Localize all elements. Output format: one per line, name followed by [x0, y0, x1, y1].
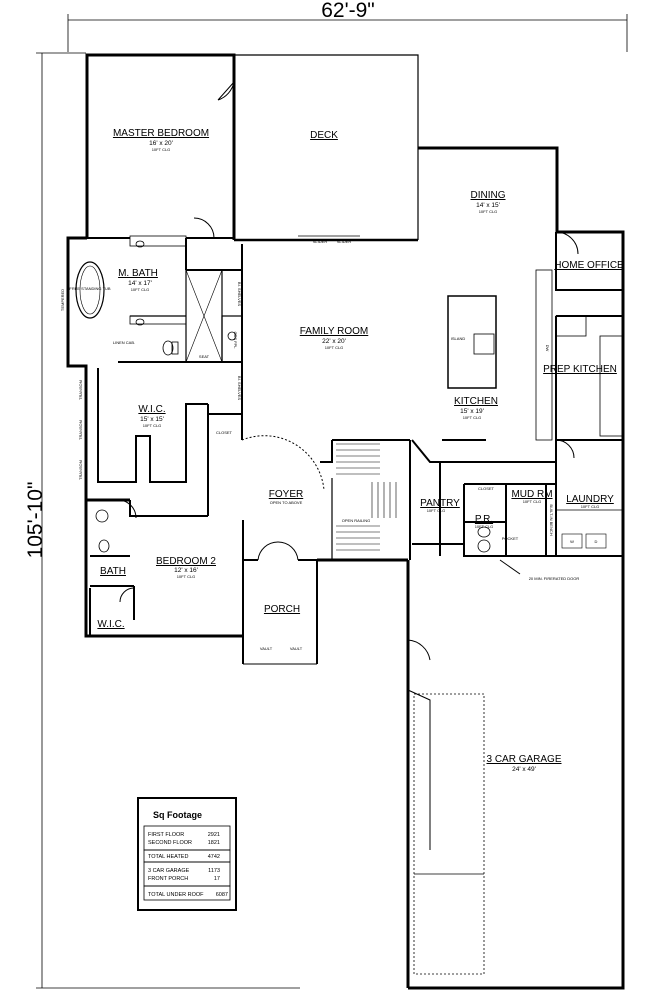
interior-walls [87, 232, 623, 975]
closet-note: CLOSET [216, 430, 233, 435]
seat-note: SEAT [199, 354, 210, 359]
sq-first-floor-value: 2921 [208, 832, 220, 838]
transom-note-2: TRANSOM [78, 420, 83, 440]
tub-icon [75, 261, 105, 319]
master-bedroom-ceiling: 10FT CLG [152, 147, 171, 152]
depth-dimension: 105'-10" [24, 482, 47, 559]
sq-total-under-roof-value: 6087 [216, 892, 228, 898]
sq-first-floor-label: FIRST FLOOR [148, 832, 184, 838]
dining-label: DINING [471, 190, 506, 201]
wic-master-ceiling: 10FT CLG [143, 423, 162, 428]
sq-total-heated-value: 4742 [208, 854, 220, 860]
porch-label: PORCH [264, 604, 300, 615]
dining-size: 14' x 15' [476, 202, 500, 209]
dimension-lines [36, 14, 628, 989]
sq-footage-table: Sq Footage FIRST FLOOR 2921 SECOND FLOOR… [137, 797, 237, 911]
laundry-ceiling: 10FT CLG [581, 504, 600, 509]
garage-label: 3 CAR GARAGE [486, 754, 561, 765]
fire-door-note: 20 MIN. FIRERATED DOOR [529, 576, 580, 581]
wic-master-label: W.I.C. [138, 404, 165, 415]
open-railing-note: OPEN RAILING [342, 518, 370, 523]
master-bedroom-size: 16' x 20' [149, 140, 173, 147]
sq-footage-title: Sq Footage [153, 810, 202, 820]
garage-size: 24' x 49' [512, 766, 536, 773]
wic-master-size: 15' x 15' [140, 416, 164, 423]
wic-bed2-label: W.I.C. [97, 619, 124, 630]
slider-doors [298, 235, 360, 241]
room-labels: MASTER BEDROOM 16' x 20' 10FT CLG DECK D… [97, 128, 624, 773]
laundry-label: LAUNDRY [566, 494, 614, 505]
built-in-bench-note: BUILT-IN BENCH [549, 504, 554, 535]
sq-footage-frame [137, 797, 237, 911]
deck-label: DECK [310, 130, 338, 141]
pr-label: P.R. [475, 514, 493, 525]
sq-total-under-roof-label: TOTAL UNDER ROOF [148, 892, 204, 898]
closet2-note: CLOSET [478, 486, 495, 491]
home-office-label-line: HOME OFFICE [554, 260, 624, 271]
family-room-size: 22' x 20' [322, 338, 346, 345]
sq-total-heated-label: TOTAL HEATED [148, 854, 188, 860]
family-room-label: FAMILY ROOM [300, 326, 369, 337]
slider2-note: SLIDER [337, 239, 352, 244]
bath-label: BATH [100, 566, 126, 577]
prep-kitchen-label: PREP KITCHEN [543, 364, 617, 375]
plan-notes: FREE STANDING TUB LINEN CAB. SEAT CLOSET… [60, 239, 598, 651]
vault-note-2: VAULT [290, 646, 303, 651]
kitchen-ceiling: 10FT CLG [463, 415, 482, 420]
bi-shelves-note-2: BI. SHELVES [237, 376, 242, 400]
dining-ceiling: 10FT CLG [479, 209, 498, 214]
pantry-ceiling: 10FT CLG [427, 508, 446, 513]
kitchen-size: 15' x 19' [460, 408, 484, 415]
pocket-note: POCKET [502, 536, 519, 541]
sq-front-porch-value: 17 [214, 876, 220, 882]
exterior-walls [66, 53, 625, 990]
bedroom2-size: 12' x 16' [174, 567, 198, 574]
pantry-label: PANTRY [420, 498, 460, 509]
master-bedroom-label: MASTER BEDROOM [113, 128, 209, 139]
sq-second-floor-label: SECOND FLOOR [148, 840, 192, 846]
door-swings [117, 80, 579, 661]
sq-second-floor-value: 1821 [208, 840, 220, 846]
m-bath-ceiling: 10FT CLG [131, 287, 150, 292]
mud-rm-label: MUD RM [511, 489, 552, 500]
bedroom2-label: BEDROOM 2 [156, 556, 216, 567]
bedroom2-ceiling: 10FT CLG [177, 574, 196, 579]
sq-front-porch-label: FRONT PORCH [148, 876, 188, 882]
foyer-note: OPEN TO ABOVE [270, 500, 303, 505]
tempered-note: TEMPERED [60, 289, 65, 311]
linen-cab-note: LINEN CAB. [113, 340, 135, 345]
sq-garage-label: 3 CAR GARAGE [148, 868, 190, 874]
gas-fpl-note: GAS FPL [233, 332, 238, 350]
dryer-note: D [595, 539, 598, 544]
washer-note: W [570, 539, 574, 544]
stairs [336, 443, 397, 551]
transom-note-1: TRANSOM [78, 380, 83, 400]
kitchen-label: KITCHEN [454, 396, 498, 407]
slider-note: SLIDER [313, 239, 328, 244]
m-bath-size: 14' x 17' [128, 280, 152, 287]
home-office-label: HOME OFFICE [554, 260, 624, 271]
foyer-label: FOYER [269, 489, 303, 500]
family-room-ceiling: 10FT CLG [325, 345, 344, 350]
bi-shelves-note-1: BI. SHELVES [237, 282, 242, 306]
vault-note-1: VAULT [260, 646, 273, 651]
m-bath-label: M. BATH [118, 268, 158, 279]
sq-garage-value: 1173 [208, 868, 220, 874]
mud-rm-ceiling: 10FT CLG [523, 499, 542, 504]
island-note: ISLAND [451, 336, 466, 341]
dw-note: DW [545, 345, 550, 352]
transom-note-3: TRANSOM [78, 460, 83, 480]
tub-note: FREE STANDING TUB [69, 286, 111, 291]
fixtures [95, 240, 491, 553]
width-dimension: 62'-9" [321, 0, 375, 22]
pr-ceiling: 10FT CLG [475, 524, 494, 529]
